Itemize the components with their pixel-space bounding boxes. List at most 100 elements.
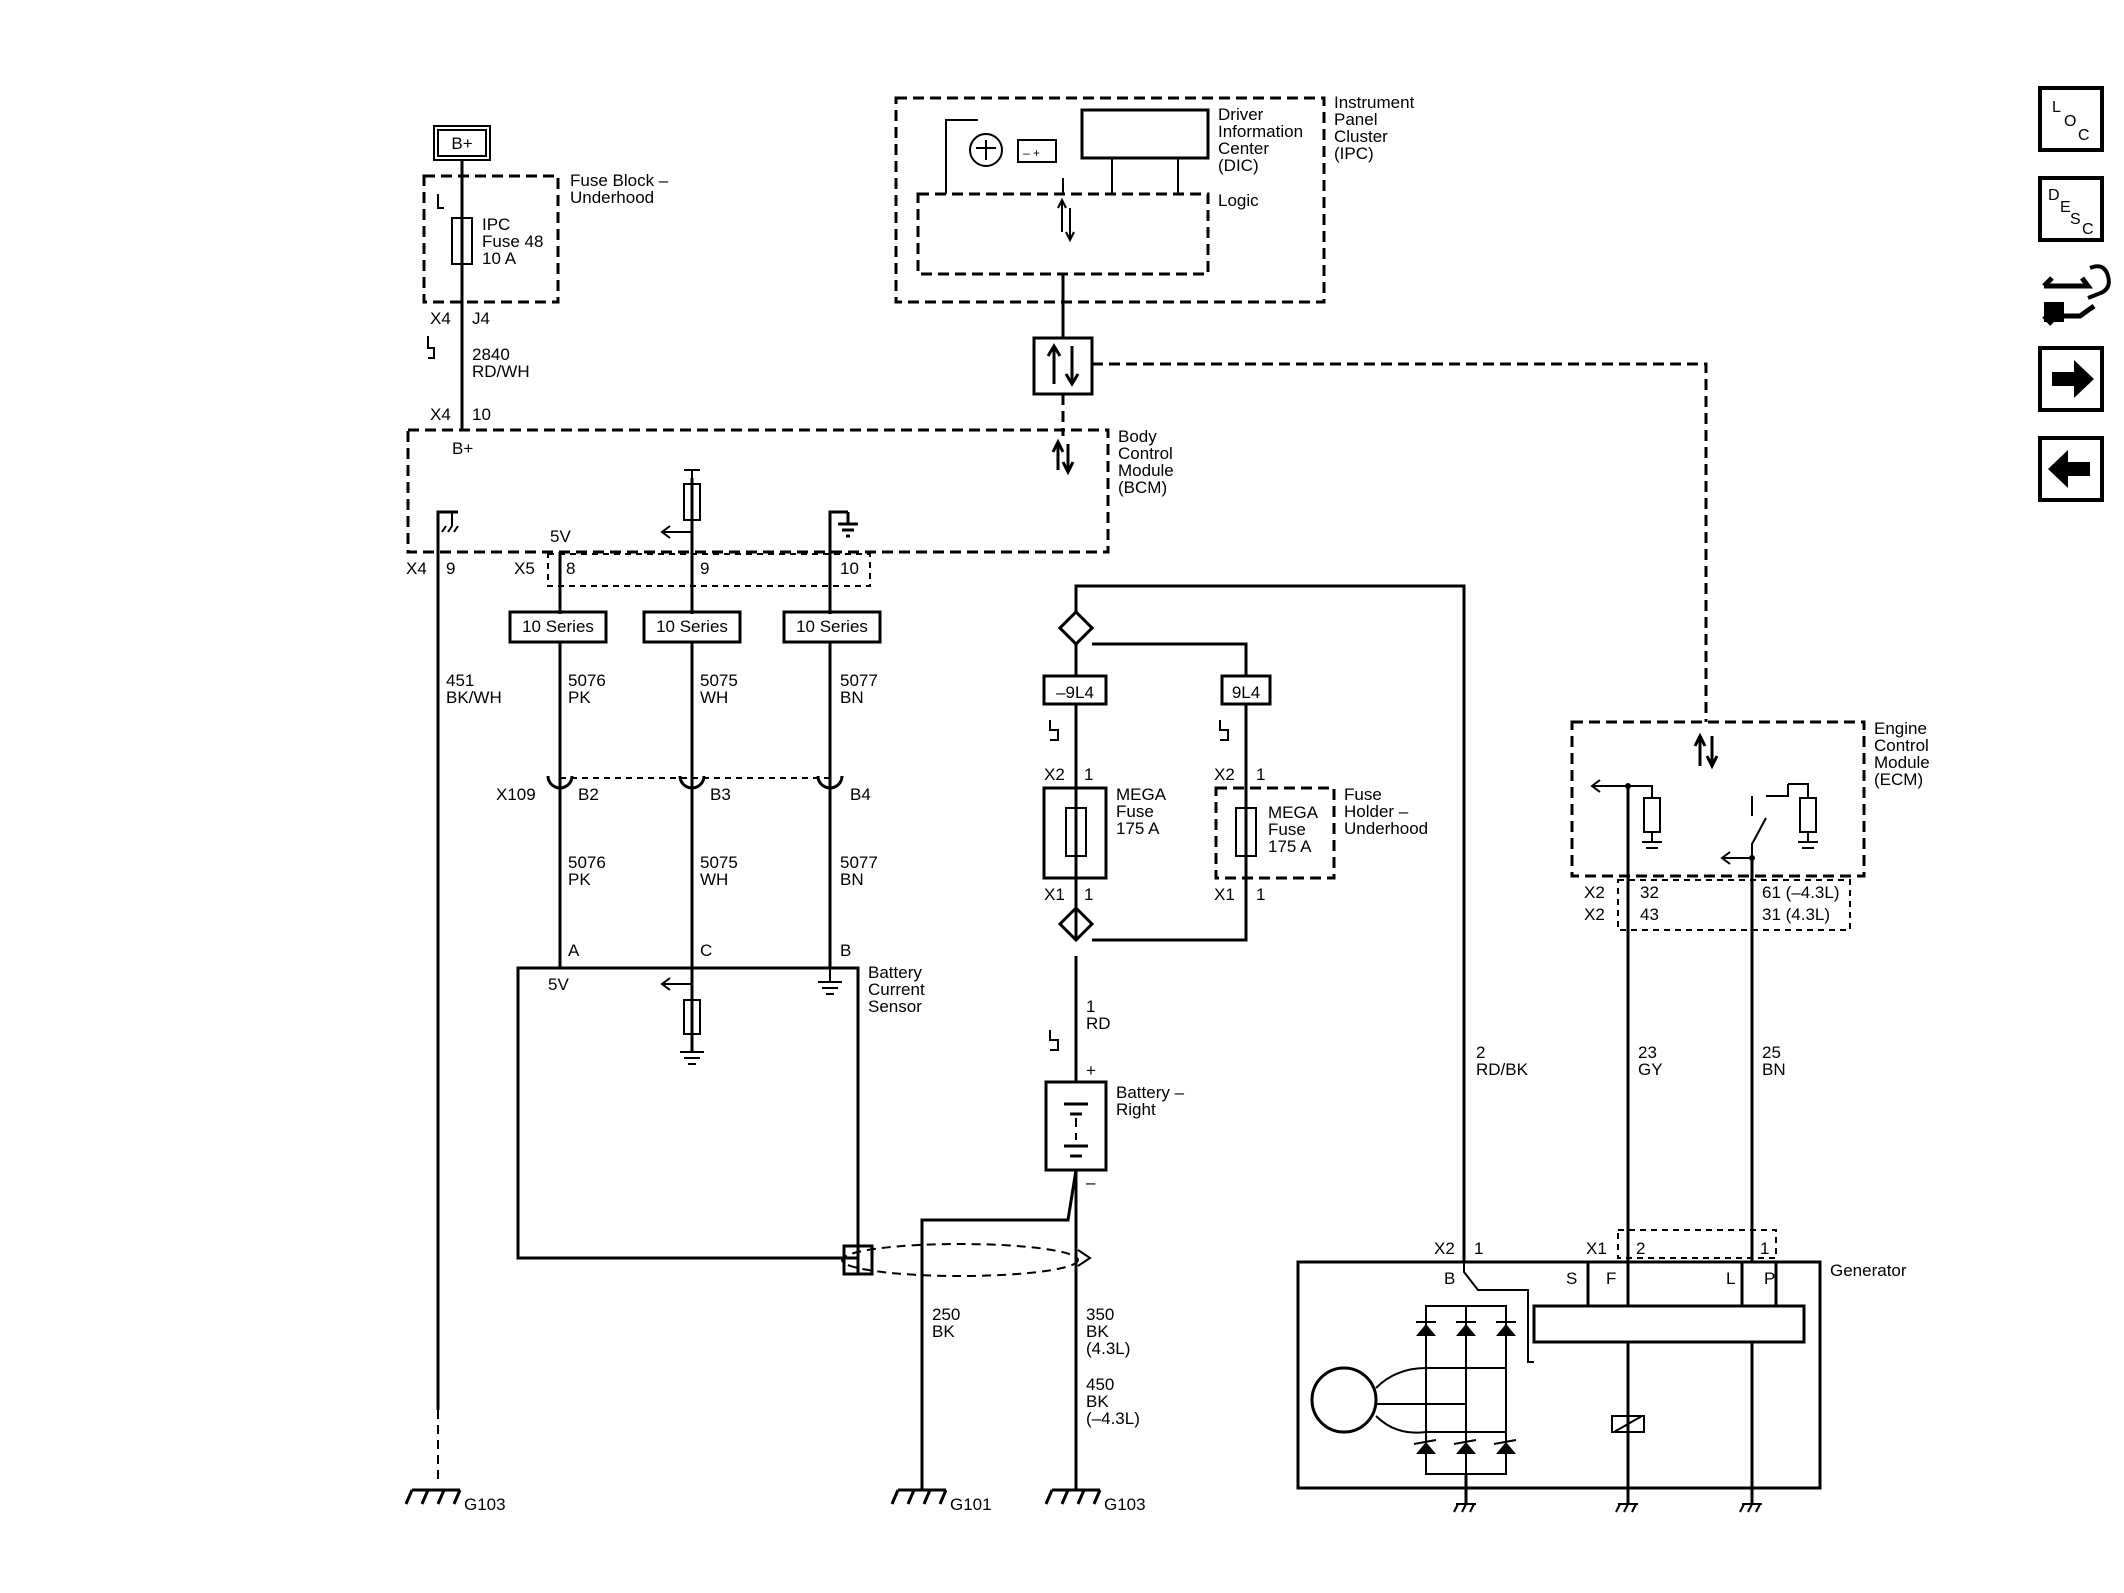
connector-tool-button[interactable] [2042, 264, 2111, 326]
bcm-x5-pin10: 10 [840, 559, 859, 578]
svg-text:10 Series: 10 Series [656, 617, 728, 636]
mega-fuse-right-x1: X1 [1214, 885, 1235, 904]
bcm-x5-pin9: 9 [700, 559, 709, 578]
connector-x4-label: X4 [430, 309, 451, 328]
bcm-5v-label: 5V [550, 527, 571, 546]
x109-b2-label: B2 [578, 785, 599, 804]
svg-text:10 Series: 10 Series [796, 617, 868, 636]
gen-x1-pin2: 2 [1636, 1239, 1645, 1258]
x109-b4-label: B4 [850, 785, 871, 804]
svg-text:– +: – + [1023, 146, 1040, 160]
svg-text:G101: G101 [950, 1495, 992, 1514]
svg-text:C: C [2082, 221, 2094, 238]
battery-plus: + [1086, 1061, 1096, 1080]
gen-x2-pin1: 1 [1474, 1239, 1483, 1258]
connector-j4-label: J4 [472, 309, 490, 328]
ecm-x2-label-2: X2 [1584, 905, 1605, 924]
svg-text:L: L [1726, 1269, 1735, 1288]
svg-text:G103: G103 [1104, 1495, 1146, 1514]
svg-text:–9L4: –9L4 [1056, 683, 1094, 702]
svg-text:E: E [2060, 199, 2071, 216]
sensor-pin-b: B [840, 941, 851, 960]
bcm-x5-pin8: 8 [566, 559, 575, 578]
svg-text:10 Series: 10 Series [522, 617, 594, 636]
x109-label: X109 [496, 785, 536, 804]
ecm-pin-32: 32 [1640, 883, 1659, 902]
svg-text:F: F [1606, 1269, 1616, 1288]
generator-label: Generator [1830, 1261, 1907, 1280]
bcm-x4-label: X4 [406, 559, 427, 578]
ecm-pin-31: 31 (4.3L) [1762, 905, 1830, 924]
mega-fuse-left-x2: X2 [1044, 765, 1065, 784]
mega-fuse-right-x2-pin1: 1 [1256, 765, 1265, 784]
loc-button[interactable]: L O C [2038, 86, 2104, 152]
ecm-pin-61: 61 (–4.3L) [1762, 883, 1840, 902]
next-button[interactable] [2038, 346, 2104, 412]
sensor-5v-label: 5V [548, 975, 569, 994]
battery-right: + – Battery –Right [1044, 1061, 1185, 1192]
series-box-5075: 10 Series [642, 610, 742, 644]
battery-right-label: Battery –Right [1116, 1083, 1185, 1119]
bcm-bplus-label: B+ [452, 439, 473, 458]
ground-g101: G101 [890, 1488, 992, 1514]
battery-supply-label: B+ [451, 134, 472, 153]
svg-text:D: D [2048, 187, 2060, 204]
svg-text:G103: G103 [464, 1495, 506, 1514]
svg-text:S: S [2070, 211, 2081, 228]
mega-fuse-left-x1: X1 [1044, 885, 1065, 904]
loc-icon: L O C [2052, 99, 2090, 144]
battery-minus: – [1086, 1173, 1096, 1192]
connector-tool-icon [2042, 264, 2111, 326]
gen-x1-pin1: 1 [1760, 1239, 1769, 1258]
next-arrow-icon [2052, 360, 2094, 398]
svg-text:P: P [1764, 1269, 1775, 1288]
mega-fuse-right-x1-pin1: 1 [1256, 885, 1265, 904]
ecm-x2-label-1: X2 [1584, 883, 1605, 902]
series-box-5077: 10 Series [782, 610, 882, 644]
gen-x1-label: X1 [1586, 1239, 1607, 1258]
back-button[interactable] [2038, 436, 2104, 502]
sensor-pin-a: A [568, 941, 580, 960]
gen-x2-label: X2 [1434, 1239, 1455, 1258]
connector-x4-pin10: 10 [472, 405, 491, 424]
mega-fuse-left-x1-pin1: 1 [1084, 885, 1093, 904]
connector-x109 [546, 775, 844, 790]
desc-icon: D E S C [2048, 187, 2094, 238]
mega-fuse-left-option: –9L4 [1042, 674, 1108, 706]
desc-button[interactable]: D E S C [2038, 176, 2104, 242]
svg-text:C: C [2078, 127, 2090, 144]
generator: Generator B S F L P [1296, 1260, 1907, 1513]
x109-b3-label: B3 [710, 785, 731, 804]
svg-text:9L4: 9L4 [1232, 683, 1260, 702]
serial-data-interface [1032, 336, 1094, 396]
logic-label: Logic [1218, 191, 1259, 210]
svg-text:L: L [2052, 99, 2061, 116]
mega-fuse-right-option: 9L4 [1220, 674, 1272, 706]
